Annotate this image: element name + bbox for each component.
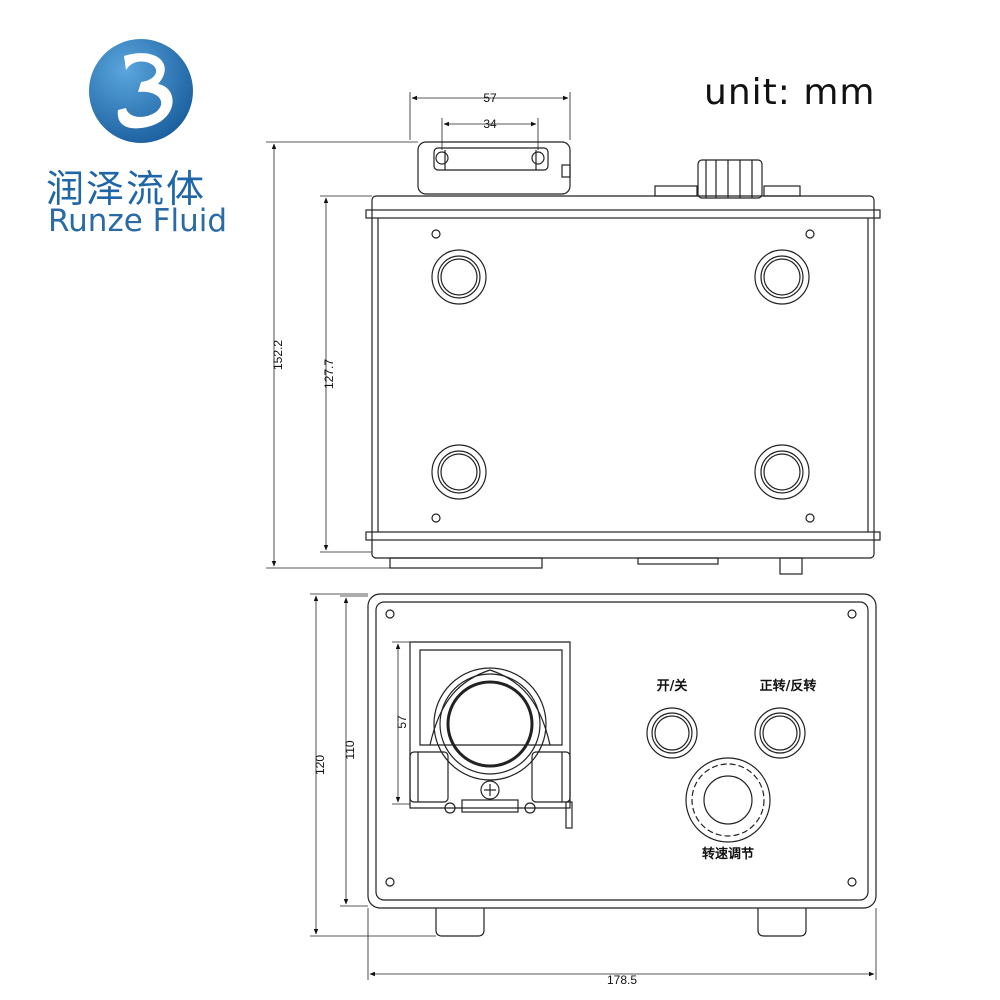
unit-label: unit: mm: [704, 72, 876, 113]
runze-logo: [89, 39, 193, 143]
dim-pump-height: 57: [395, 715, 409, 729]
foot-bl: [431, 444, 487, 500]
foot-tr: [754, 249, 810, 305]
foot-br: [754, 444, 810, 500]
speed-knob: [685, 757, 771, 843]
front-view: [367, 593, 877, 937]
front-foot-right: [757, 908, 807, 937]
foot-tl: [431, 249, 487, 305]
dim-height-body: 127.7: [322, 359, 336, 389]
label-power: 开/关: [657, 678, 688, 694]
label-speed: 转速调节: [702, 846, 754, 862]
dim-height-total: 152.2: [271, 340, 285, 370]
dim-front-width: 178.5: [607, 973, 637, 987]
brand-name-en: Runze Fluid: [48, 203, 228, 239]
dim-top-width-outer: 57: [483, 91, 497, 105]
top-knob: [697, 159, 763, 199]
power-button: [646, 707, 698, 759]
dim-front-height-panel: 110: [343, 740, 357, 759]
top-view: [365, 141, 881, 575]
direction-button: [754, 707, 806, 759]
front-panel: [367, 593, 877, 909]
dim-top-width-inner: 34: [483, 117, 497, 131]
front-foot-left: [435, 908, 485, 937]
top-body: [371, 195, 875, 559]
brand-name-cn: 润泽流体: [46, 167, 207, 211]
dim-front-height-total: 120: [313, 755, 327, 775]
front-dimensions: [310, 593, 877, 980]
top-dimensions: [266, 92, 571, 569]
pump-head: [409, 641, 573, 829]
label-direction: 正转/反转: [760, 678, 817, 694]
